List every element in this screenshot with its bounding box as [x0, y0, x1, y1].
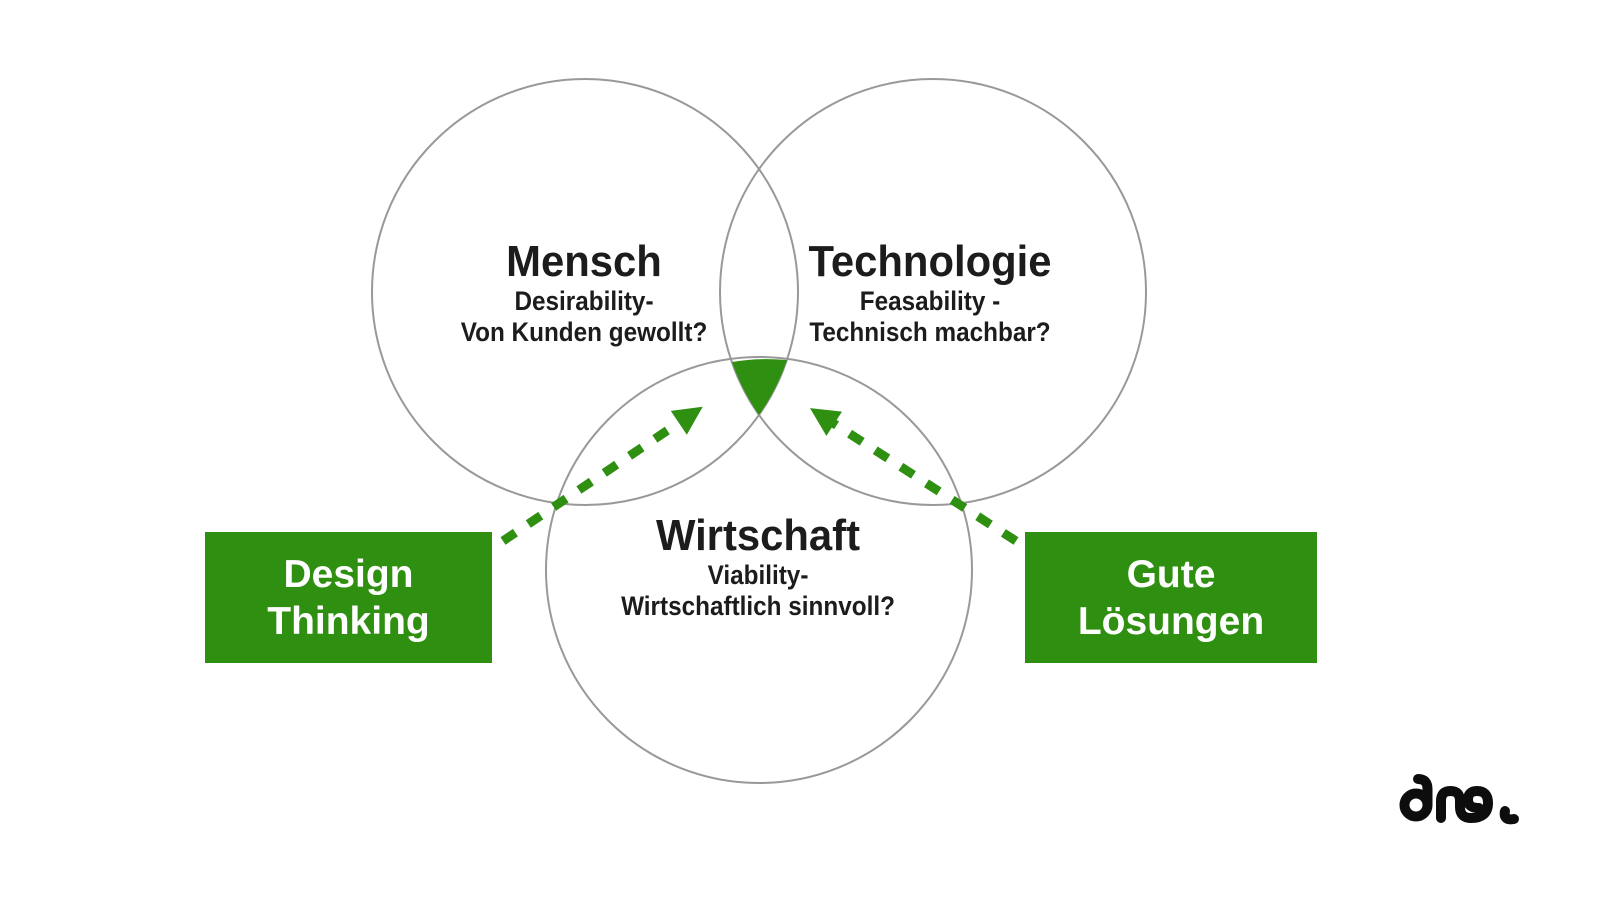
technologie-label: Technologie Feasability - Technisch mach… — [796, 238, 1064, 348]
dno-logo — [1399, 774, 1519, 825]
wirtschaft-subtitle-line1: Viability- — [707, 560, 809, 590]
logo-letter-d-stem — [1413, 774, 1433, 810]
logo-period-swoosh — [1499, 806, 1519, 825]
design-thinking-box-line1: Design — [283, 552, 414, 596]
mensch-subtitle-line2: Von Kunden gewollt? — [460, 317, 708, 347]
technologie-circle — [719, 78, 1147, 506]
technologie-title: Technologie — [808, 237, 1052, 286]
mensch-label: Mensch Desirability- Von Kunden gewollt? — [447, 238, 721, 348]
gute-loesungen-arrow — [810, 408, 1019, 545]
mensch-subtitle-line1: Desirability- — [514, 286, 654, 316]
wirtschaft-circle — [545, 356, 973, 784]
design-thinking-arrow — [500, 406, 703, 545]
mensch-circle — [371, 78, 799, 506]
mensch-title: Mensch — [506, 237, 662, 286]
wirtschaft-label: Wirtschaft Viability- Wirtschaftlich sin… — [606, 512, 910, 622]
design-thinking-box: Design Thinking — [205, 532, 492, 663]
wirtschaft-subtitle-line2: Wirtschaftlich sinnvoll? — [621, 591, 895, 621]
design-thinking-box-line2: Thinking — [267, 599, 430, 643]
technologie-subtitle-line1: Feasability - — [859, 286, 1001, 316]
logo-letter-n — [1436, 786, 1476, 823]
technologie-subtitle-line2: Technisch machbar? — [809, 317, 1051, 347]
wirtschaft-title: Wirtschaft — [655, 511, 860, 560]
gute-loesungen-box: Gute Lösungen — [1025, 532, 1317, 663]
gute-loesungen-box-line2: Lösungen — [1077, 599, 1265, 643]
logo-letter-o — [1463, 786, 1493, 823]
center-intersection-shape — [732, 359, 787, 415]
gute-loesungen-box-line1: Gute — [1126, 552, 1216, 596]
